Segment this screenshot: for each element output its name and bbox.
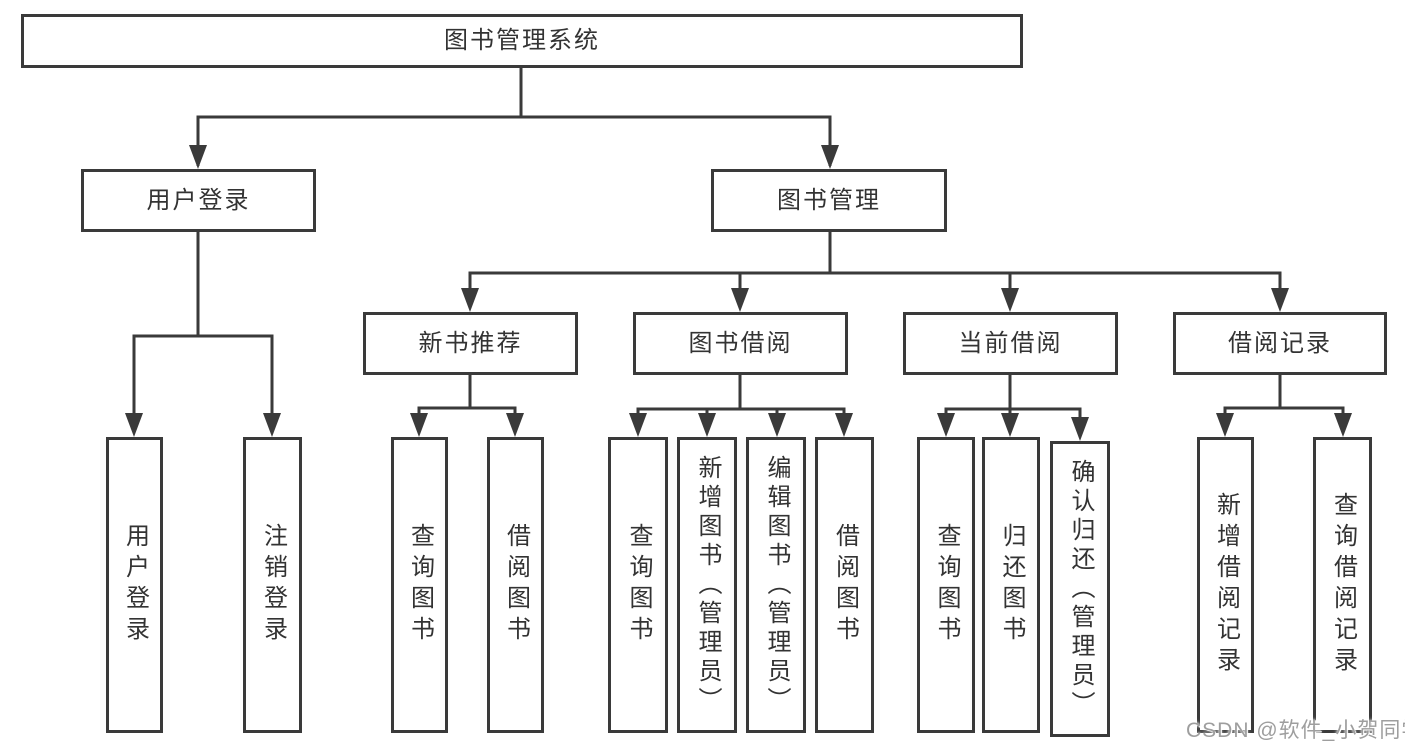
leaf-query-books-current: 查询图书	[917, 437, 975, 733]
node-current-borrow: 当前借阅	[903, 312, 1118, 375]
leaf-add-borrow-record: 新增借阅记录	[1197, 437, 1254, 733]
node-borrow-records: 借阅记录	[1173, 312, 1387, 375]
leaf-confirm-return-admin: 确认归还（管理员）	[1050, 441, 1110, 737]
node-book-borrow: 图书借阅	[633, 312, 848, 375]
node-user-login: 用户登录	[81, 169, 316, 232]
leaf-borrow-books: 借阅图书	[815, 437, 874, 733]
leaf-query-books-borrow: 查询图书	[608, 437, 668, 733]
leaf-return-books: 归还图书	[982, 437, 1040, 733]
leaf-borrow-books-recommend: 借阅图书	[487, 437, 544, 733]
leaf-add-books-admin: 新增图书（管理员）	[677, 437, 737, 733]
node-book-management: 图书管理	[711, 169, 947, 232]
node-new-book-recommend: 新书推荐	[363, 312, 578, 375]
leaf-edit-books-admin: 编辑图书（管理员）	[746, 437, 806, 733]
node-system-root: 图书管理系统	[21, 14, 1023, 68]
leaf-logout: 注销登录	[243, 437, 302, 733]
leaf-query-books-recommend: 查询图书	[391, 437, 448, 733]
csdn-watermark: CSDN @软件_小贺同学	[1186, 719, 1405, 742]
leaf-user-login: 用户登录	[106, 437, 163, 733]
leaf-query-borrow-record: 查询借阅记录	[1313, 437, 1372, 733]
